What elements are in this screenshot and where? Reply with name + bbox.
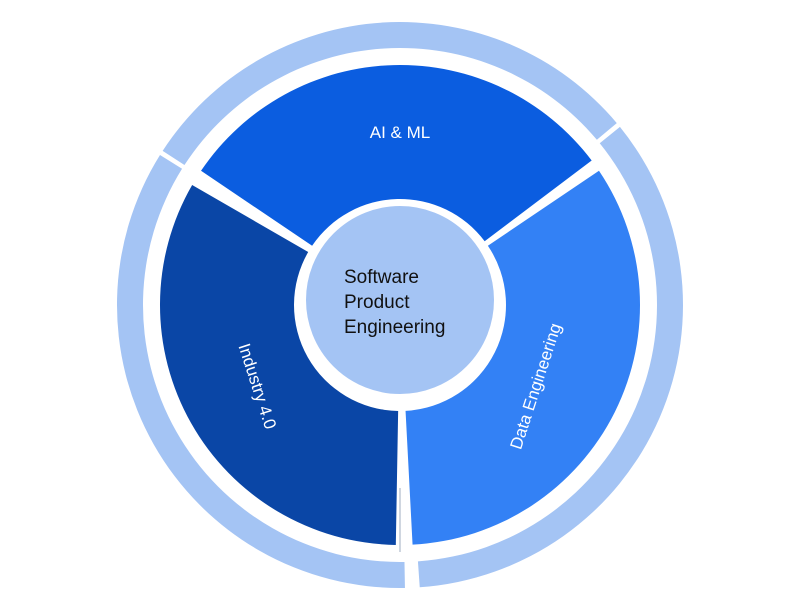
outer-ring-arc-left (116, 155, 405, 589)
outer-ring-arc-right (417, 126, 683, 588)
outer-ring-arc-top (162, 22, 617, 166)
center-label-line-2: Product (344, 292, 410, 313)
center-circle (300, 200, 500, 400)
center-label: Software Product Engineering (344, 267, 445, 338)
segment-ai-ml (201, 64, 592, 246)
center-label-line-1: Software (344, 267, 419, 288)
segment-label-ai-ml: AI & ML (370, 123, 430, 142)
segments (159, 64, 641, 552)
segment-data-engineering (405, 170, 641, 545)
center-label-line-3: Engineering (344, 317, 445, 338)
outer-ring (116, 22, 683, 589)
segment-industry (159, 185, 399, 545)
